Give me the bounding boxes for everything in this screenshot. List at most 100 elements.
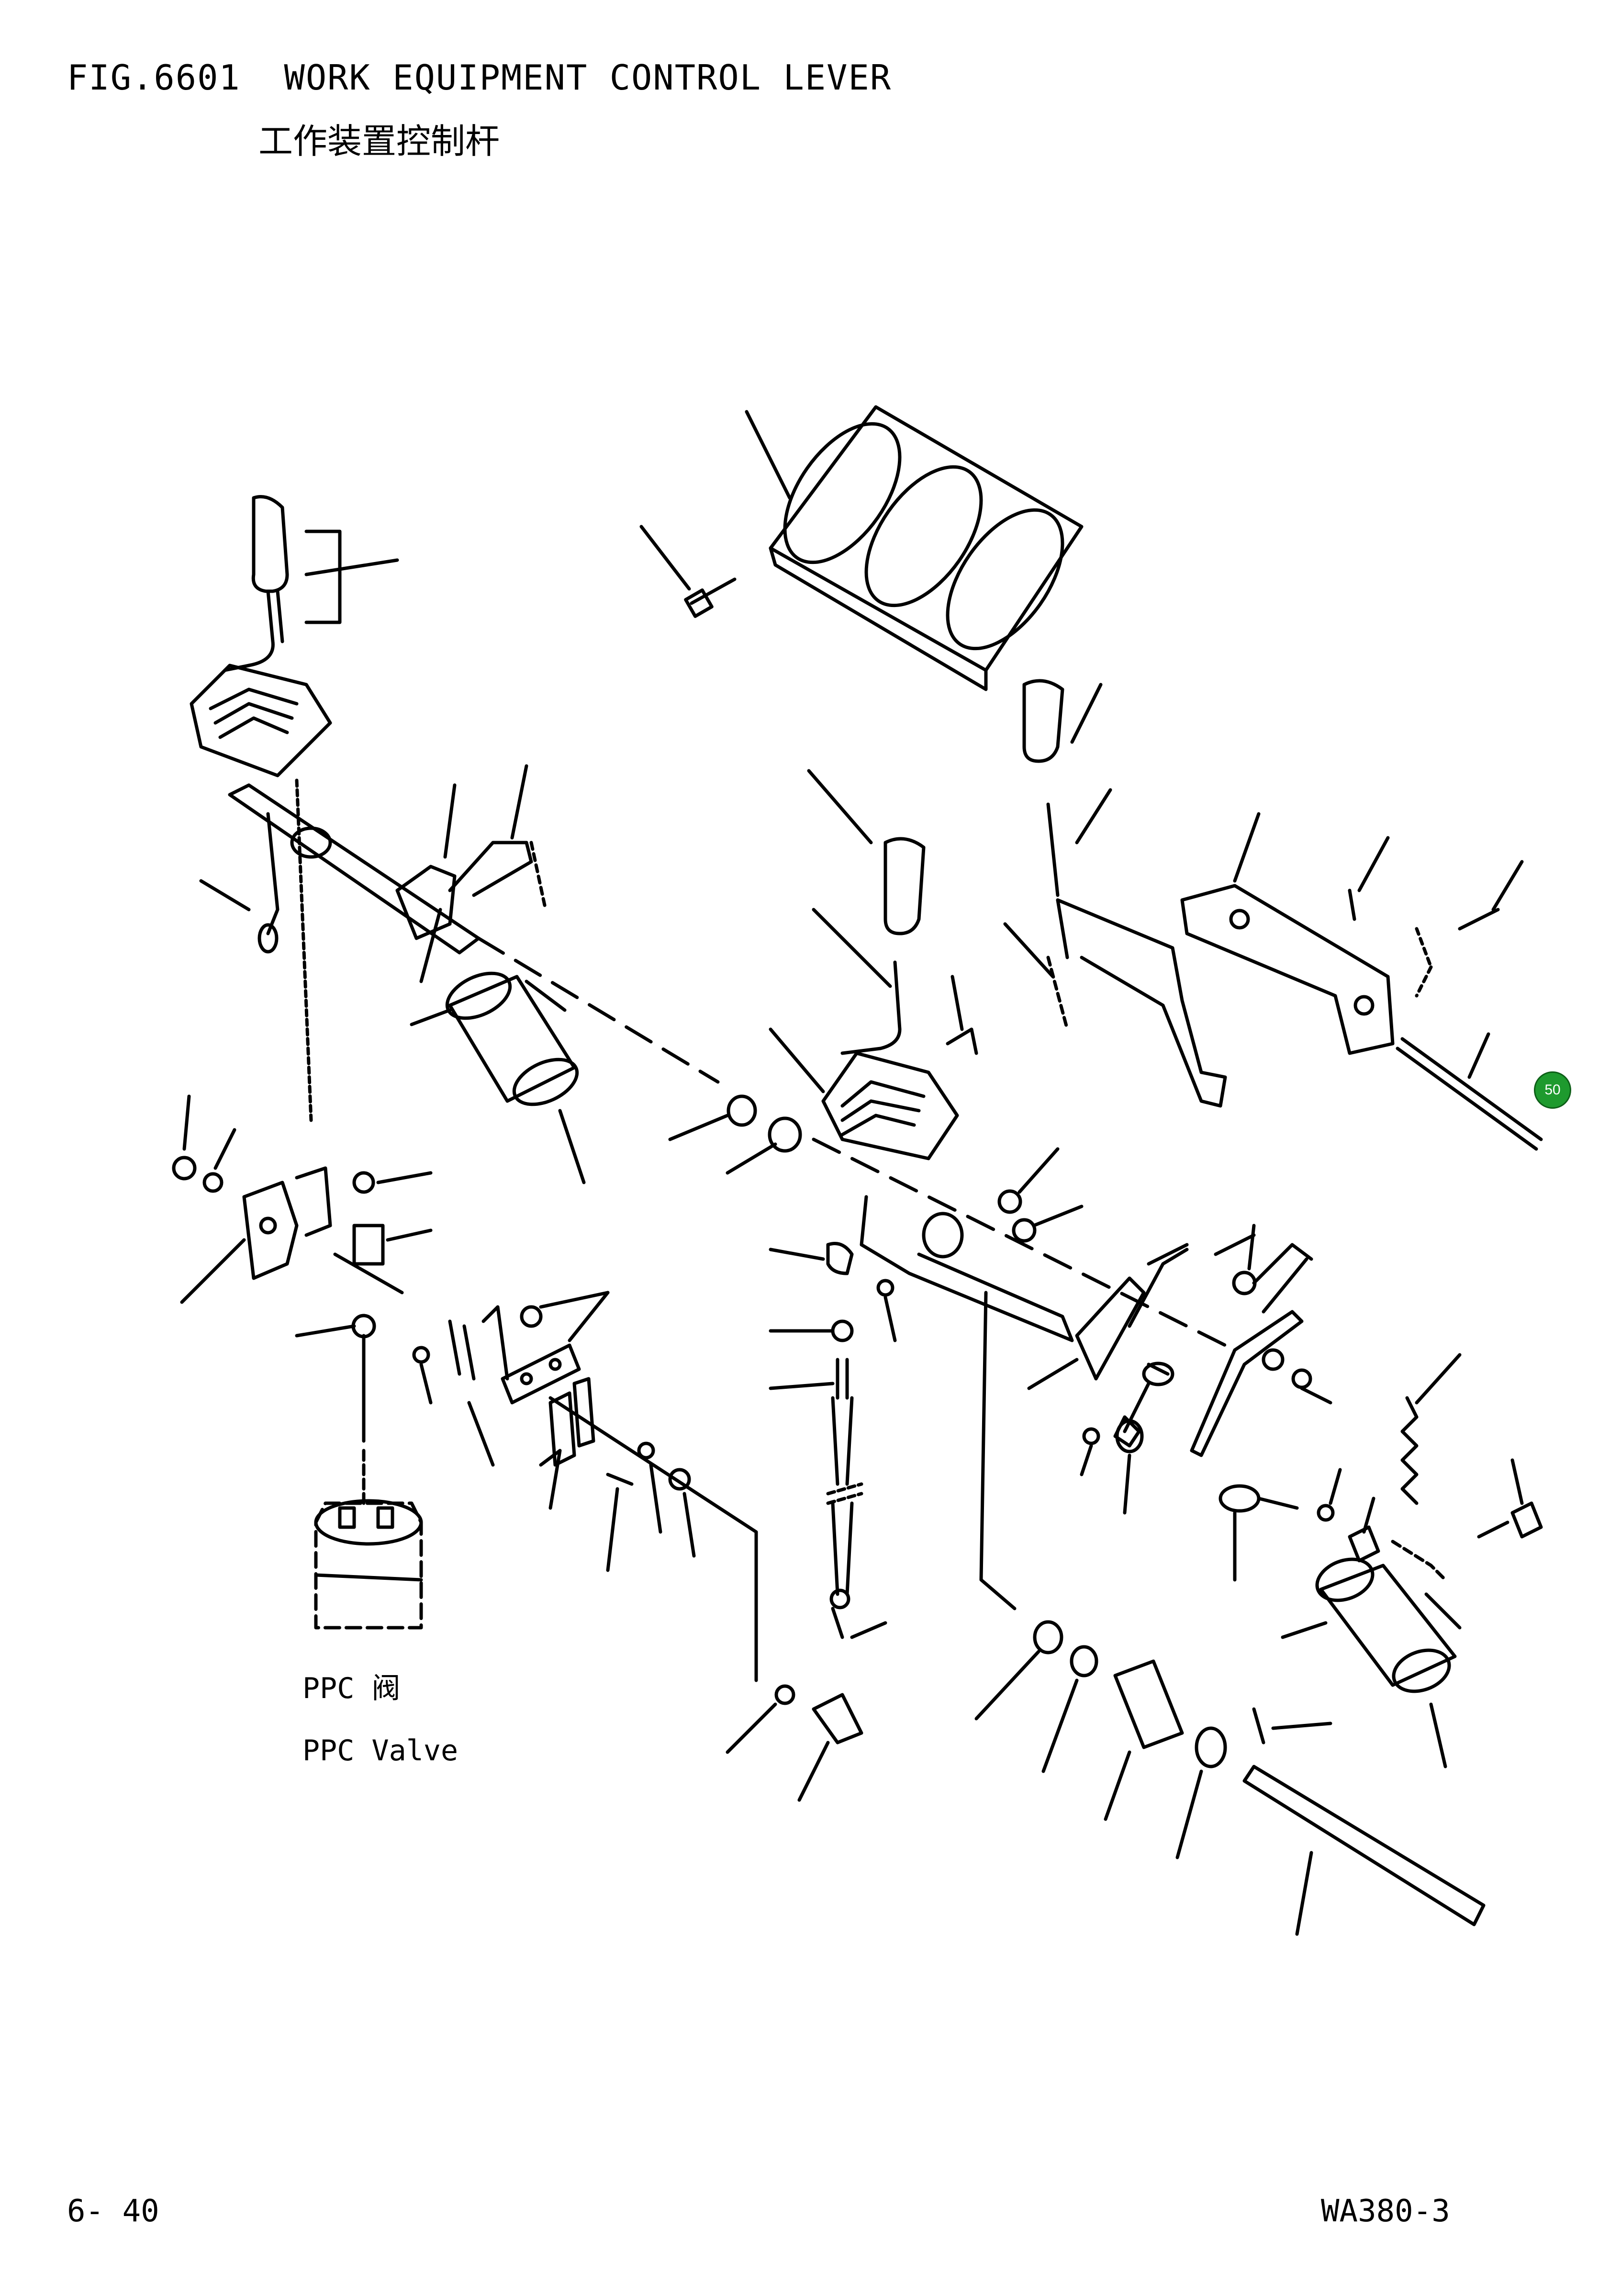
- leader-line: [539, 1291, 610, 1309]
- leader-line: [1300, 1386, 1332, 1405]
- leader-line: [1357, 836, 1390, 892]
- leader-line: [558, 1109, 586, 1184]
- leader-line: [1257, 1497, 1299, 1510]
- leader-line: [1415, 1353, 1462, 1405]
- control-rod: [1396, 1047, 1538, 1151]
- fitting: [826, 1242, 854, 1275]
- leader-line: [1147, 1243, 1189, 1266]
- washer: [202, 1172, 224, 1193]
- nut: [520, 1305, 543, 1328]
- washer: [1317, 1504, 1335, 1522]
- leader-line: [1477, 1520, 1509, 1539]
- leader-line: [199, 879, 251, 912]
- bracket: [548, 1391, 576, 1467]
- clip: [539, 1449, 562, 1510]
- leader-line: [668, 1114, 729, 1141]
- leader-line: [950, 975, 964, 1031]
- leader-line: [745, 410, 792, 500]
- leader-line: [649, 1463, 662, 1534]
- leader-line: [386, 1228, 433, 1242]
- leader-line: [376, 1171, 433, 1184]
- fitting: [812, 1693, 863, 1745]
- nut: [668, 1468, 691, 1491]
- long-shaft: [1242, 1765, 1486, 1926]
- ppc-valve-label-en: PPC Valve: [302, 1734, 458, 1767]
- key: [1252, 1707, 1265, 1745]
- leader-line: [1123, 1382, 1151, 1433]
- bolt: [1214, 1233, 1256, 1256]
- connector: [257, 923, 279, 954]
- rod-link: [1128, 1248, 1189, 1328]
- washer: [1291, 1368, 1312, 1389]
- spring: [1415, 927, 1433, 998]
- leader-line: [1295, 1851, 1313, 1936]
- leader-line: [1362, 1497, 1375, 1534]
- ppc-valve: [314, 1449, 423, 1630]
- part-callout-marker[interactable]: 50: [1534, 1071, 1571, 1109]
- sleeve: [1113, 1659, 1184, 1749]
- leader-line: [1233, 812, 1261, 883]
- leader-line: [1252, 1243, 1313, 1285]
- nut: [1232, 1271, 1257, 1295]
- washer: [1195, 1726, 1227, 1768]
- cable: [295, 778, 313, 1122]
- leader-line: [1510, 1458, 1524, 1505]
- left-control-lever: [190, 495, 332, 777]
- linkage: [1391, 1540, 1447, 1582]
- leader-line: [812, 908, 892, 988]
- washer: [412, 1346, 430, 1364]
- leader-line: [419, 1362, 433, 1405]
- leader-line: [850, 1621, 887, 1639]
- leader-line: [1027, 1358, 1079, 1390]
- bolt: [333, 1252, 404, 1294]
- leader-line: [1491, 860, 1524, 912]
- leader-line: [548, 1396, 758, 1682]
- bushing: [1070, 1645, 1098, 1677]
- leader-line: [568, 1291, 610, 1342]
- figure-title-chinese: 工作装置控制杆: [258, 121, 500, 161]
- leader-line: [467, 1401, 495, 1467]
- bolt-head: [1510, 1501, 1543, 1539]
- washer: [774, 1684, 795, 1705]
- leader-line: [1104, 1750, 1131, 1821]
- spring: [1046, 956, 1069, 1031]
- control-rod: [1400, 1037, 1543, 1141]
- leader-line: [883, 1295, 897, 1342]
- bracket: [572, 1377, 595, 1448]
- right-bracket: [1180, 884, 1395, 1055]
- bolt: [1458, 908, 1500, 931]
- bushing: [768, 1116, 802, 1153]
- washer: [637, 1441, 655, 1460]
- leader-line: [1175, 1769, 1203, 1859]
- leader-line: [182, 1094, 191, 1151]
- bushing: [922, 1212, 964, 1259]
- bracket-arm: [860, 1195, 1074, 1342]
- plate-link: [1219, 1484, 1261, 1513]
- fitting: [946, 1027, 978, 1055]
- leader-line: [726, 1702, 777, 1754]
- leader-line: [1017, 1147, 1060, 1194]
- model-number: WA380-3: [1321, 2194, 1450, 2229]
- leader-line: [1467, 1032, 1490, 1079]
- leader-line: [1247, 1224, 1256, 1271]
- leader-line: [443, 783, 457, 859]
- figure-title: FIG.6601 WORK EQUIPMENT CONTROL LEVER: [67, 57, 892, 98]
- linkage-arm: [395, 841, 548, 983]
- leader-line: [304, 558, 399, 576]
- mounting-plate: [501, 1343, 581, 1405]
- leader-line: [1329, 1468, 1342, 1505]
- leader-line: [1070, 683, 1103, 744]
- right-solenoid: [1315, 1557, 1462, 1693]
- leader-line: [974, 1650, 1040, 1721]
- leader-line: [797, 1741, 830, 1802]
- nut: [1012, 1218, 1037, 1243]
- leader-line: [807, 769, 873, 844]
- bracket-line: [304, 529, 342, 624]
- leader-line: [1271, 1722, 1332, 1730]
- marker-label: 50: [1544, 1082, 1561, 1098]
- arm-plate: [1075, 1276, 1146, 1381]
- left-solenoid: [445, 971, 579, 1106]
- pin: [1348, 889, 1356, 921]
